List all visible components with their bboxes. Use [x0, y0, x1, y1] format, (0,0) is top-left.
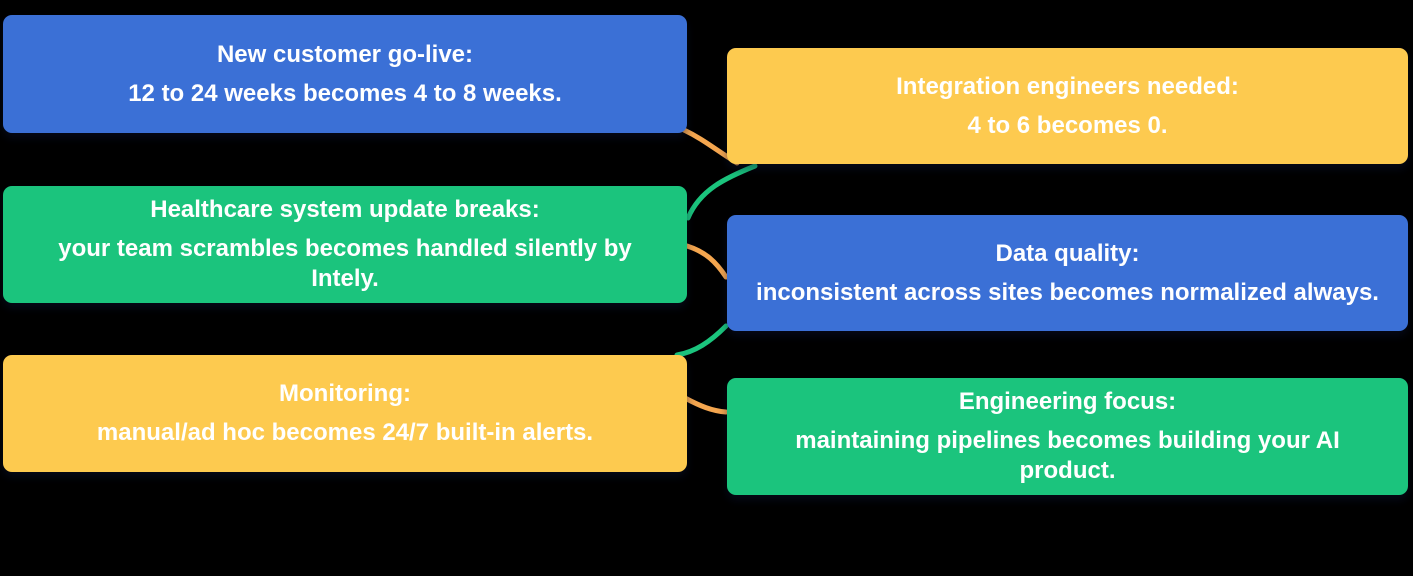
card-title: Integration engineers needed: — [896, 72, 1239, 100]
card-title: Engineering focus: — [958, 388, 1177, 415]
card-integration-engineers: Integration engineers needed: 4 to 6 bec… — [727, 48, 1408, 164]
card-detail: manual/ad hoc becomes 24/7 built-in aler… — [96, 419, 594, 446]
connector-healthcare-to-data-quality — [684, 243, 729, 280]
connector-monitoring-to-engineering-focus — [682, 395, 729, 415]
card-monitoring: Monitoring: manual/ad hoc becomes 24/7 b… — [3, 355, 687, 472]
card-engineering-focus: Engineering focus: maintaining pipelines… — [727, 378, 1408, 495]
card-new-customer-go-live: New customer go-live: 12 to 24 weeks bec… — [3, 15, 687, 133]
card-healthcare-system-update: Healthcare system update breaks: your te… — [3, 186, 687, 303]
card-title: New customer go-live: — [216, 40, 474, 68]
card-detail: your team scrambles becomes handled sile… — [58, 235, 632, 292]
card-detail: 12 to 24 weeks becomes 4 to 8 weeks. — [128, 79, 562, 107]
connector-engineers-to-healthcare — [685, 163, 758, 221]
card-detail: 4 to 6 becomes 0. — [967, 111, 1168, 139]
connector-data-quality-to-monitoring — [674, 323, 729, 358]
card-title: Healthcare system update breaks: — [150, 196, 540, 223]
card-title: Data quality: — [995, 239, 1140, 267]
card-data-quality: Data quality: inconsistent across sites … — [727, 215, 1408, 331]
card-detail: inconsistent across sites becomes normal… — [756, 278, 1379, 306]
card-detail: maintaining pipelines becomes building y… — [795, 427, 1340, 484]
card-title: Monitoring: — [279, 380, 411, 407]
